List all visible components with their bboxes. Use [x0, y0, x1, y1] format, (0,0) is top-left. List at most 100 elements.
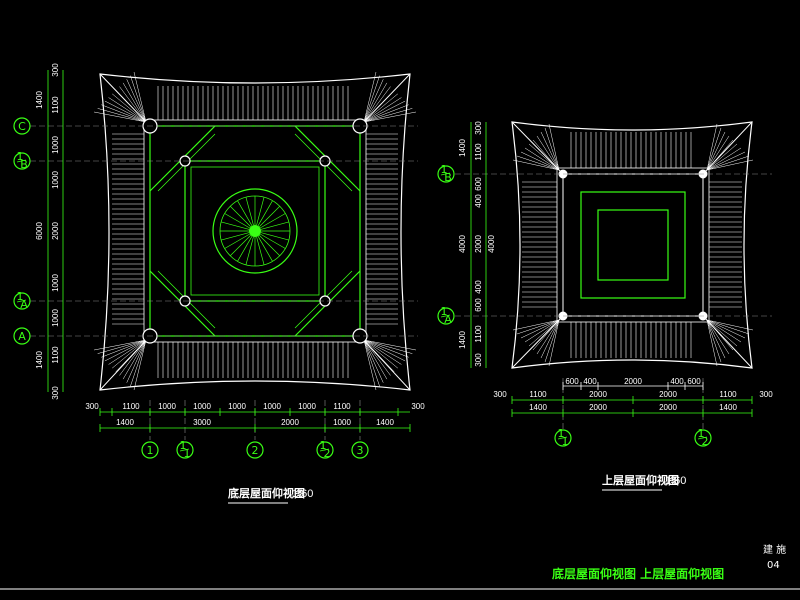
fan-rafter — [363, 79, 384, 123]
fan-rafter — [112, 93, 147, 123]
hip-rafter — [511, 121, 564, 175]
fan-rafter — [97, 339, 147, 354]
dim-label: 3000 — [193, 418, 211, 427]
rafter-lines — [511, 121, 754, 369]
eave-outline — [99, 73, 411, 391]
dim-label: 300 — [474, 121, 483, 135]
axis-bubble-2 — [246, 441, 264, 459]
dim-label: 1400 — [35, 91, 44, 109]
dim-label: 1100 — [51, 346, 60, 364]
hip-rafter — [359, 73, 411, 127]
dim-label: 1000 — [333, 418, 351, 427]
fan-rafter — [524, 147, 560, 171]
axis-bubble-1-2 — [316, 441, 334, 459]
axis-bubble-1-2-slash — [319, 448, 330, 452]
axis-bubble-C — [13, 117, 31, 135]
dim-label: 400 — [670, 377, 684, 386]
axis-bubble-1 — [141, 441, 159, 459]
left-plan-caption: 底层屋面仰视图 — [228, 486, 305, 500]
structural-frame — [142, 118, 368, 344]
dim-label: 2000 — [474, 235, 483, 253]
dim-label: 1000 — [228, 402, 246, 411]
fan-rafter — [104, 339, 147, 362]
fan-rafter — [363, 339, 413, 354]
dim-label: 2000 — [659, 390, 677, 399]
fan-rafter — [528, 319, 560, 347]
fan-rafter — [706, 127, 722, 171]
axis-bubble-1-1-slash — [179, 448, 190, 452]
fan-rafter — [548, 123, 560, 171]
fan-rafter — [133, 71, 147, 123]
fan-rafter — [119, 86, 147, 123]
fan-rafter — [126, 79, 147, 123]
axis-bubble-1-B-slash — [16, 159, 27, 163]
dim-label: 2000 — [624, 377, 642, 386]
axis-bubble-1-1 — [554, 429, 572, 447]
dim-label: 2000 — [589, 403, 607, 412]
caisson-rib — [221, 221, 250, 230]
fan-rafter — [706, 319, 722, 363]
fan-rafter — [363, 86, 391, 123]
axis-bubble-1-A-slash — [16, 299, 27, 303]
axis-bubble-1-A-den: A — [20, 298, 28, 311]
dim-label: 600 — [474, 177, 483, 191]
structural-frame — [558, 169, 708, 321]
fan-rafter — [516, 319, 560, 335]
caisson-rib — [257, 236, 273, 262]
dim-label: 300 — [474, 353, 483, 367]
fan-rafter — [706, 151, 746, 171]
fan-rafter — [516, 155, 560, 171]
fan-rafter — [363, 339, 398, 369]
axis-bubble-1-1-den: 1 — [184, 447, 191, 460]
right-plan-scale: 1:60 — [665, 475, 686, 487]
dim-label: 300 — [51, 63, 60, 77]
dim-label: 1000 — [298, 402, 316, 411]
dim-label: 300 — [493, 390, 507, 399]
dim-label: 1100 — [719, 390, 737, 399]
fan-rafter — [133, 339, 147, 391]
fan-rafter — [536, 319, 560, 355]
dim-label: 600 — [474, 298, 483, 312]
frame-outer — [562, 173, 704, 317]
fan-rafter — [706, 131, 726, 171]
dim-label: 1400 — [719, 403, 737, 412]
roof-outline — [511, 121, 753, 369]
fan-rafter — [363, 339, 377, 391]
fan-rafter — [93, 111, 147, 123]
fan-rafter — [122, 339, 147, 380]
caisson-rib — [260, 221, 289, 230]
fan-rafter — [363, 339, 391, 376]
dim-label: 300 — [759, 390, 773, 399]
axis-bubble-1-B-num: 1 — [441, 163, 448, 176]
caisson-outer — [212, 188, 298, 274]
axis-bubble-1-B-den: B — [20, 158, 28, 171]
hip-rafter — [359, 335, 411, 391]
dim-label: 1400 — [35, 351, 44, 369]
caisson-rib — [224, 233, 250, 249]
hip-rafter — [99, 73, 151, 127]
axis-bubble-1-A-slash — [440, 314, 451, 318]
axis-bubble-1-B — [13, 152, 31, 170]
dim-label: 1000 — [51, 171, 60, 189]
dim-label: 1400 — [376, 418, 394, 427]
axis-bubble-1-1 — [176, 441, 194, 459]
dim-label: 400 — [583, 377, 597, 386]
axis-bubble-1-label: 1 — [147, 444, 154, 457]
axis-bubble-A-label: A — [18, 330, 26, 343]
hip-rafter — [702, 315, 753, 369]
fan-rafter — [706, 319, 718, 367]
axis-bubble-1-A — [437, 307, 455, 325]
axis-bubble-A — [13, 327, 31, 345]
axis-bubble-C-label: C — [18, 120, 26, 133]
fan-rafter — [520, 319, 560, 339]
fan-rafter — [363, 339, 384, 383]
fan-rafter — [363, 93, 398, 123]
dim-label: 600 — [565, 377, 579, 386]
caisson-rib — [237, 236, 253, 262]
fan-rafter — [363, 111, 417, 123]
fan-rafter — [130, 75, 147, 123]
